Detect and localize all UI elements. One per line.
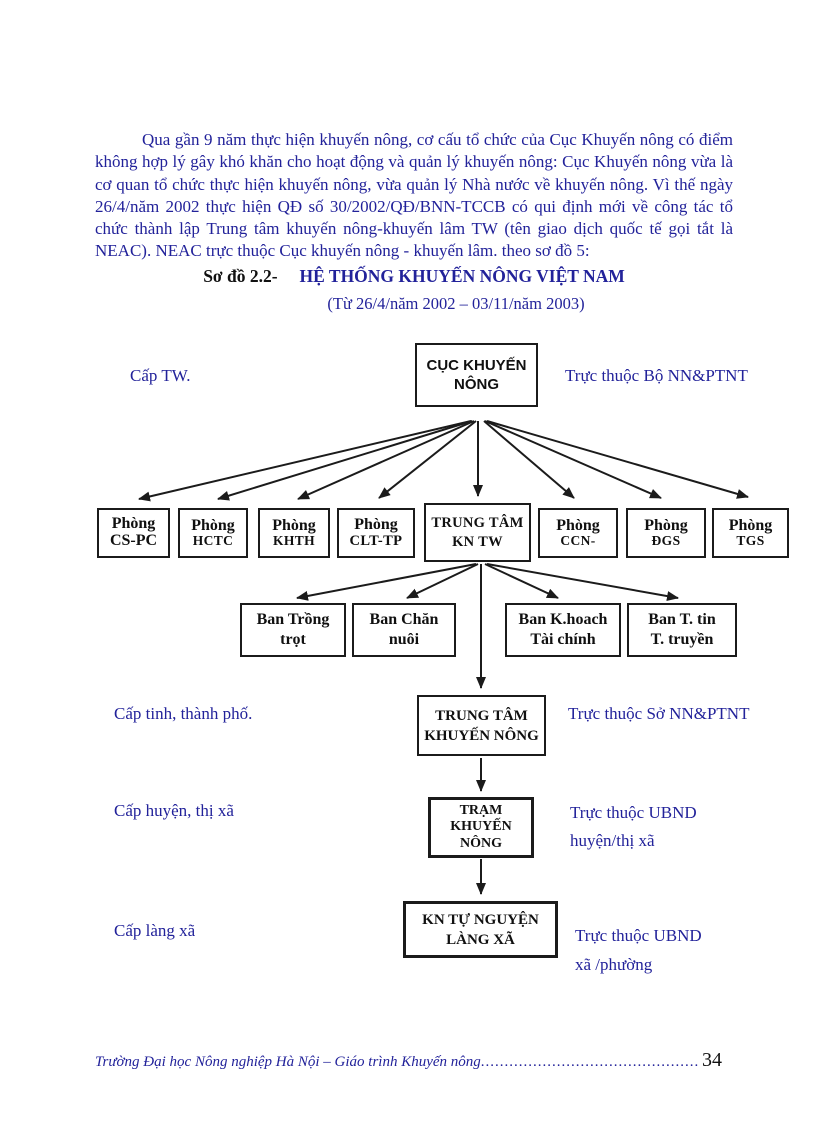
box-phong-cs-pc: Phòng CS-PC <box>97 508 170 558</box>
affiliation-district: Trực thuộc UBND huyện/thị xã <box>570 803 697 850</box>
box-phong-tgs-line1: Phòng <box>728 516 773 534</box>
intro-paragraph: Qua gần 9 năm thực hiện khuyến nông, cơ … <box>95 130 733 261</box>
level-label-central: Cấp TW. <box>130 366 191 385</box>
affiliation-village: Trực thuộc UBND xã /phường <box>575 926 702 974</box>
box-phong-tgs: Phòng TGS <box>712 508 789 558</box>
box-trung-tam-khuyen-nong: TRUNG TÂM KHUYẾN NÔNG <box>417 695 546 756</box>
box-ban-ke-hoach-tai-chinh: Ban K.hoach Tài chính <box>505 603 621 657</box>
box-phong-khth-line1: Phòng <box>272 516 316 534</box>
footer-text: Trường Đại học Nông nghiệp Hà Nội – Giáo… <box>95 1054 481 1070</box>
diagram-title: Sơ đồ 2.2- HỆ THỐNG KHUYẾN NÔNG VIỆT NAM <box>95 266 733 287</box>
box-phong-khth: Phòng KHTH <box>258 508 330 558</box>
box-kn-tu-nguyen-lang-xa: KN TỰ NGUYỆN LÀNG XÃ <box>403 901 558 958</box>
box-phong-cs-pc-line2: CS-PC <box>109 532 158 549</box>
diagram-subtitle: (Từ 26/4/năm 2002 – 03/11/năm 2003) <box>327 294 585 313</box>
box-cuc-khuyen-nong: CỤC KHUYẾN NÔNG <box>415 343 538 407</box>
diagram-title-number: Sơ đồ 2.2- <box>203 266 278 286</box>
box-ban-thong-tin-tuyen-truyen: Ban T. tin T. truyền <box>627 603 737 657</box>
box-phong-ccn-line2: CCN- <box>560 533 596 549</box>
box-phong-dgs: Phòng ĐGS <box>626 508 706 558</box>
box-phong-dgs-line2: ĐGS <box>651 533 681 549</box>
affiliation-central: Trực thuộc Bộ NN&PTNT <box>565 366 748 385</box>
affiliation-province: Trực thuộc Sở NN&PTNT <box>568 704 750 723</box>
box-phong-hctc-line1: Phòng <box>191 516 235 534</box>
box-phong-clt-tp-line1: Phòng <box>354 515 398 533</box>
box-phong-dgs-line1: Phòng <box>644 516 688 534</box>
box-phong-clt-tp: Phòng CLT-TP <box>337 508 415 558</box>
level-label-village: Cấp làng xã <box>114 921 196 940</box>
box-trung-tam-kn-tw: TRUNG TÂM KN TW <box>424 503 531 562</box>
footer-page-number: 34 <box>702 1049 722 1071</box>
footer-dot-leader: ........................................… <box>480 1054 700 1070</box>
box-phong-clt-tp-line2: CLT-TP <box>349 532 403 549</box>
box-tram-khuyen-nong: TRẠM KHUYẾN NÔNG <box>428 797 534 858</box>
box-ban-trong-trot: Ban Trồng trọt <box>240 603 346 657</box>
level-label-district: Cấp huyện, thị xã <box>114 801 234 820</box>
box-phong-hctc: Phòng HCTC <box>178 508 248 558</box>
box-phong-khth-line2: KHTH <box>272 533 316 549</box>
box-ban-chan-nuoi: Ban Chăn nuôi <box>352 603 456 657</box>
box-phong-cs-pc-line1: Phòng <box>111 515 156 533</box>
diagram-title-text: HỆ THỐNG KHUYẾN NÔNG VIỆT NAM <box>299 266 625 286</box>
box-phong-ccn-line1: Phòng <box>556 516 600 534</box>
box-phong-hctc-line2: HCTC <box>192 533 234 549</box>
page-footer: Trường Đại học Nông nghiệp Hà Nội – Giáo… <box>95 1049 722 1072</box>
level-label-province: Cấp tinh, thành phố. <box>114 704 253 723</box>
box-phong-tgs-line2: TGS <box>736 533 765 549</box>
box-phong-ccn: Phòng CCN- <box>538 508 618 558</box>
